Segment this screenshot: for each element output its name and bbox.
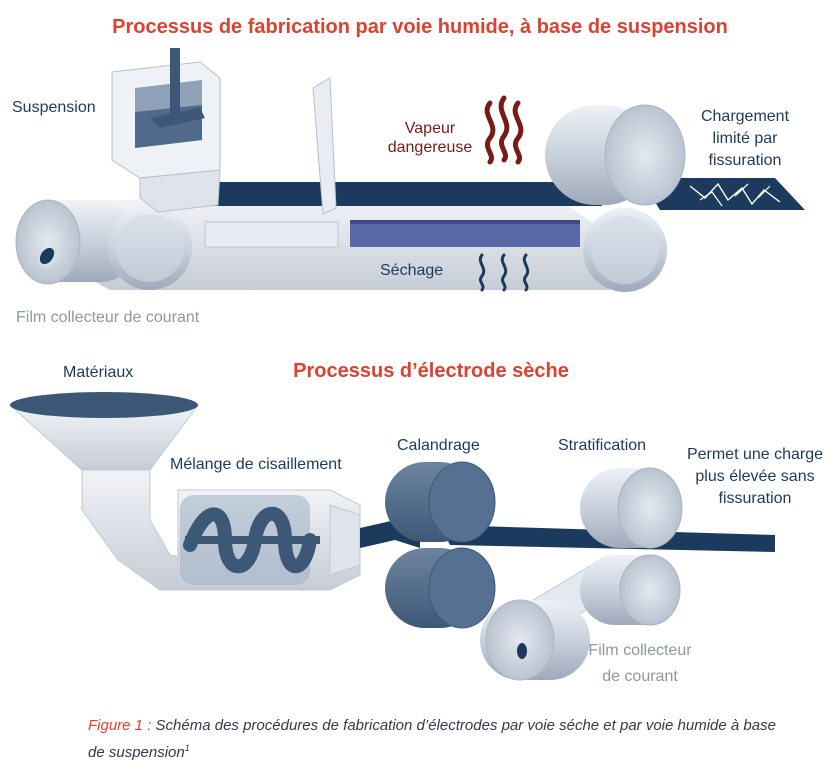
calender-roller-bottom xyxy=(385,548,495,628)
vapor-icon xyxy=(487,98,521,162)
figure-caption: Figure 1 : Schéma des procédures de fabr… xyxy=(88,714,788,764)
label-limited-line2: limité par xyxy=(680,130,810,148)
label-shear-mixing: Mélange de cisaillement xyxy=(170,456,342,474)
wet-process-title: Processus de fabrication par voie humide… xyxy=(0,16,840,39)
caption-footnote: 1 xyxy=(185,743,190,753)
label-collector-line1: Film collecteur xyxy=(570,642,710,660)
mixer-shaft xyxy=(170,48,180,118)
label-calendering: Calandrage xyxy=(397,437,480,455)
caption-text: Schéma des procédures de fabrication d’é… xyxy=(88,717,776,761)
label-vapor-line2: dangereuse xyxy=(375,139,485,157)
shear-mixer-barrel xyxy=(178,490,360,590)
slurry-tank xyxy=(112,48,220,212)
label-collector-line2: de courant xyxy=(570,668,710,686)
label-vapor-line1: Vapeur xyxy=(385,120,475,138)
drying-channel xyxy=(350,220,580,247)
label-suspension: Suspension xyxy=(12,99,96,117)
label-higher-line2: plus élevée sans xyxy=(675,468,835,486)
label-lamination: Stratification xyxy=(558,437,646,455)
dry-process-illustration xyxy=(10,392,775,680)
label-higher-line3: fissuration xyxy=(675,490,835,508)
label-materials: Matériaux xyxy=(63,364,133,382)
calender-roller-top xyxy=(385,462,495,542)
coating-block xyxy=(205,222,338,247)
label-higher-line1: Permet une charge xyxy=(675,446,835,464)
lamination-roller-bottom xyxy=(580,555,680,625)
hopper-funnel xyxy=(10,392,198,590)
calender-roller xyxy=(545,105,685,205)
materials-surface xyxy=(10,392,198,418)
label-collector-film: Film collecteur de courant xyxy=(16,309,199,327)
label-limited-line3: fissuration xyxy=(680,152,810,170)
label-limited-line1: Chargement xyxy=(680,108,810,126)
lamination-roller-top xyxy=(580,468,682,548)
figure-label: Figure 1 : xyxy=(88,717,151,734)
label-drying: Séchage xyxy=(380,262,443,280)
wet-process-illustration xyxy=(16,48,805,292)
